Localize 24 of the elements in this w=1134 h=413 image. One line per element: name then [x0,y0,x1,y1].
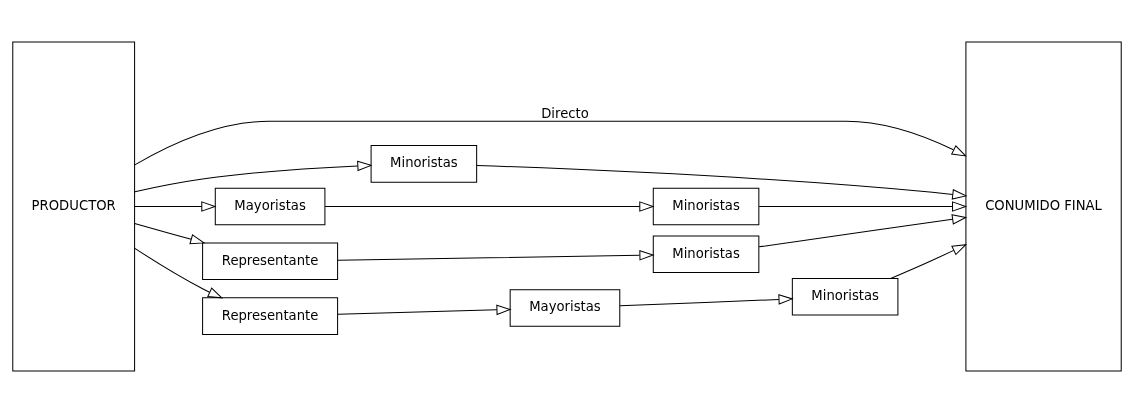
arrow [619,294,794,307]
node-box: Mayoristas [509,289,621,327]
arrow [758,201,968,212]
arrow [134,201,217,212]
arrow [337,249,655,261]
arrow [337,304,512,316]
node-box: CONUMIDO FINAL [965,41,1122,372]
edge-label: Directo [541,105,589,121]
arrow [476,165,968,200]
node-box: Minoristas [652,235,760,273]
arrow [324,201,655,212]
arrow [890,244,968,280]
arrow [134,247,224,299]
node-box: Minoristas [791,278,899,316]
node-box: Representante [202,242,339,281]
arrow [134,120,967,166]
node-box: PRODUCTOR [12,41,136,372]
arrow [134,160,373,193]
arrow [758,214,968,248]
node-box: Minoristas [370,145,478,183]
node-box: Representante [202,297,339,335]
node-box: Mayoristas [214,187,326,226]
arrow [134,222,206,245]
node-box: Minoristas [652,187,760,226]
